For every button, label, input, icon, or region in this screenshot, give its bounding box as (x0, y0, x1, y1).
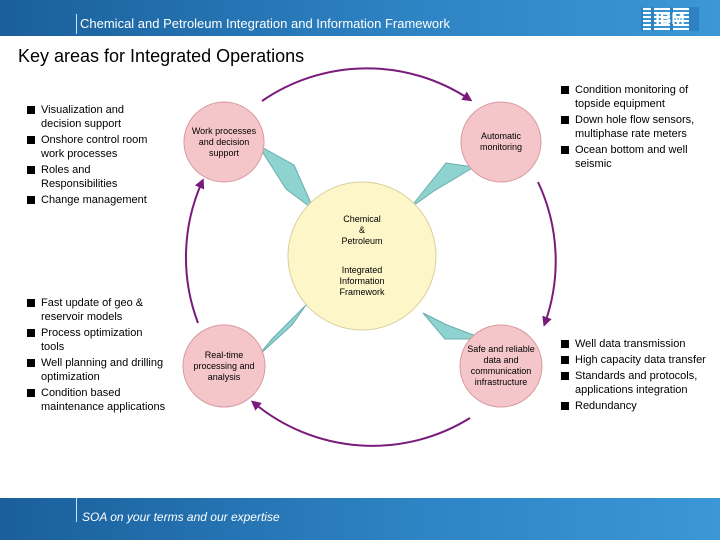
list-item: Well data transmission (560, 337, 708, 351)
wedge-top-right (409, 162, 476, 209)
list-item: Condition monitoring of topside equipmen… (560, 83, 708, 111)
center-label-bottom: Integrated Information Framework (322, 265, 402, 298)
bullet-square-icon (561, 340, 569, 348)
list-item: Well planning and drilling optimization (26, 356, 166, 384)
list-bottom-left: Fast update of geo & reservoir models Pr… (26, 296, 166, 416)
bullet-square-icon (27, 299, 35, 307)
center-label-top: Chemical & Petroleum (322, 214, 402, 247)
footer-divider (76, 498, 77, 522)
bullet-square-icon (27, 136, 35, 144)
bullet-square-icon (561, 86, 569, 94)
cycle-arrow-right (537, 181, 557, 327)
list-item: Fast update of geo & reservoir models (26, 296, 166, 324)
bullet-square-icon (27, 359, 35, 367)
node-label-top-left: Work processes and decision support (191, 126, 257, 158)
bullet-square-icon (561, 402, 569, 410)
bullet-square-icon (561, 372, 569, 380)
header-divider (76, 14, 77, 34)
node-bottom-right (459, 324, 543, 408)
cycle-arrow-top (261, 67, 473, 102)
list-item: Change management (26, 193, 166, 207)
list-item: Roles and Responsibilities (26, 163, 166, 191)
header-title: Chemical and Petroleum Integration and I… (80, 16, 450, 31)
list-item: Redundancy (560, 399, 708, 413)
center-line-2: & (358, 225, 365, 235)
list-item: High capacity data transfer (560, 353, 708, 367)
bullet-square-icon (27, 329, 35, 337)
header-bar: Chemical and Petroleum Integration and I… (0, 0, 720, 36)
list-item: Ocean bottom and well seismic (560, 143, 708, 171)
center-line-3: Petroleum (341, 236, 383, 246)
list-item: Onshore control room work processes (26, 133, 166, 161)
list-item: Visualization and decision support (26, 103, 166, 131)
bullet-square-icon (27, 389, 35, 397)
list-top-right: Condition monitoring of topside equipmen… (560, 83, 708, 173)
footer-tagline: SOA on your terms and our expertise (82, 510, 280, 524)
bullet-square-icon (561, 116, 569, 124)
bullet-square-icon (27, 166, 35, 174)
list-top-left: Visualization and decision support Onsho… (26, 103, 166, 209)
node-top-left (183, 101, 265, 183)
svg-text:IBM: IBM (655, 11, 684, 28)
node-top-right (460, 101, 542, 183)
list-item: Condition based maintenance applications (26, 386, 166, 414)
wedge-top-left (257, 144, 316, 212)
list-item: Down hole flow sensors, multiphase rate … (560, 113, 708, 141)
cycle-arrow-bottom (250, 400, 471, 447)
node-bottom-left (182, 324, 266, 408)
node-label-bottom-left: Real-time processing and analysis (193, 350, 255, 382)
center-line-1: Chemical (343, 214, 381, 224)
list-item: Process optimization tools (26, 326, 166, 354)
bullet-square-icon (561, 146, 569, 154)
center-line-4: Integrated (341, 265, 383, 275)
list-bottom-right: Well data transmission High capacity dat… (560, 337, 708, 415)
page-title: Key areas for Integrated Operations (18, 46, 305, 66)
cycle-arrow-left (184, 178, 205, 324)
bullet-square-icon (27, 196, 35, 204)
list-item: Standards and protocols, applications in… (560, 369, 708, 397)
center-line-6: Framework (339, 287, 385, 297)
footer-bar: SOA on your terms and our expertise (0, 498, 720, 540)
center-line-5: Information (339, 276, 385, 286)
node-label-top-right: Automatic monitoring (479, 131, 523, 152)
node-label-bottom-right: Safe and reliable data and communication… (467, 344, 535, 387)
center-circle (287, 181, 437, 331)
bullet-square-icon (27, 106, 35, 114)
wedge-bottom-left (257, 304, 307, 357)
ibm-logo: IBM (641, 7, 699, 31)
bullet-square-icon (561, 356, 569, 364)
